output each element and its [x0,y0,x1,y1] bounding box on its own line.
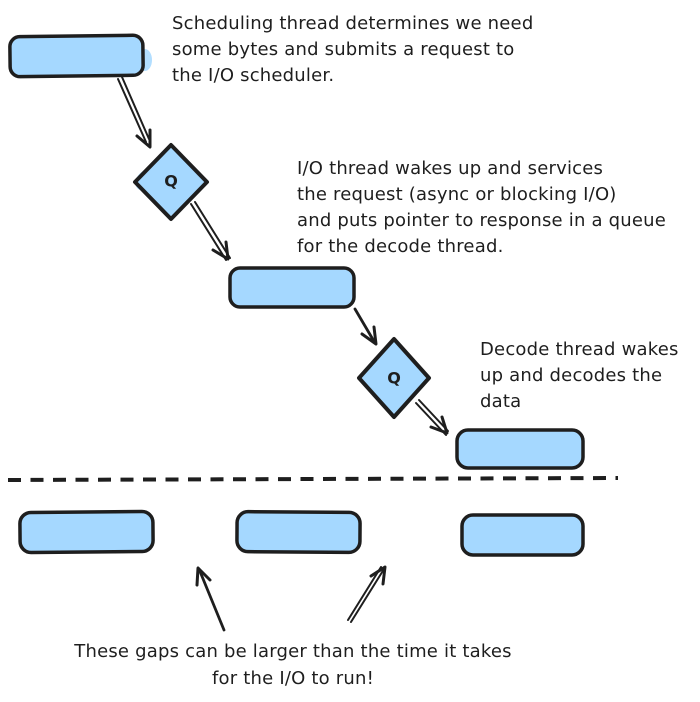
timeline-block-1 [18,509,155,555]
timeline-block-2 [235,509,362,555]
io-thread-block [228,266,356,309]
queue-diamond-1 [133,143,209,221]
arrow-io-to-queue2 [353,307,378,346]
annotation-decode-thread: Decode thread wakes up and decodes the d… [480,339,679,412]
queue-label-2: Q [387,368,401,388]
annotation-scheduling-thread: Scheduling thread determines we need som… [172,13,534,86]
timeline-block-3 [460,513,585,557]
timeline-divider [7,476,619,482]
arrow-gap-right [347,565,387,623]
queue-diamond-2 [357,337,431,419]
scheduling-thread-block [8,33,145,79]
arrow-scheduling-to-queue1 [117,76,152,149]
queue-label-1: Q [164,171,178,191]
decode-thread-block [455,428,585,470]
arrow-queue2-to-decode [415,399,449,436]
annotation-gaps: These gaps can be larger than the time i… [74,641,512,689]
annotation-io-thread: I/O thread wakes up and services the req… [297,158,667,257]
arrow-gap-left [195,566,226,632]
arrow-queue1-to-io [190,201,231,261]
